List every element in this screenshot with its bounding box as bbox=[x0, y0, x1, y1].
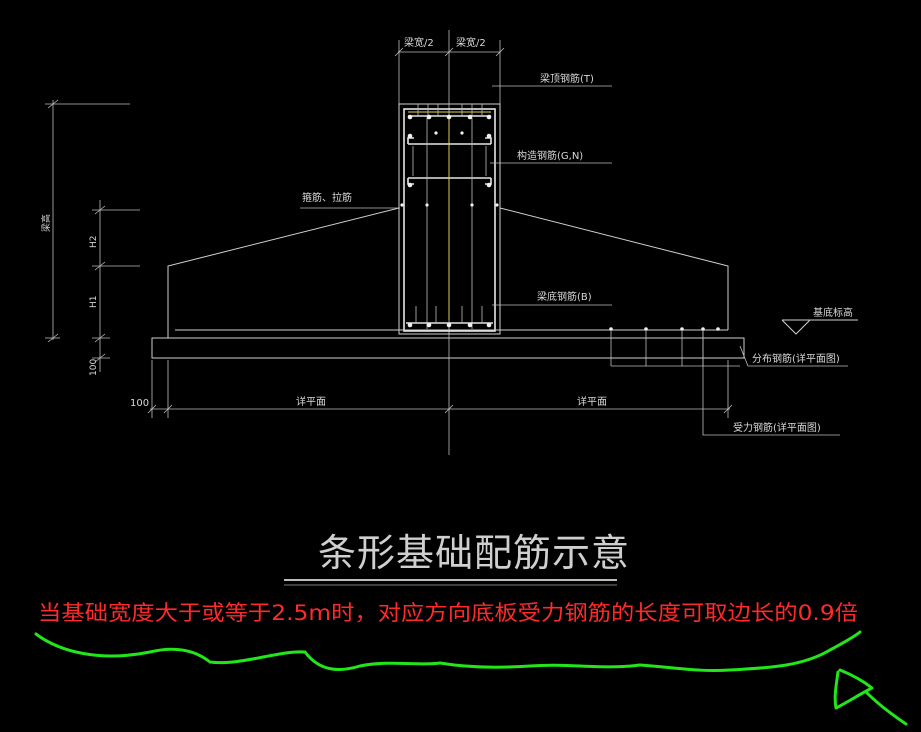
stirrup-label: 箍筋、拉筋 bbox=[302, 191, 352, 204]
bottom-rebar-label: 梁底钢筋(B) bbox=[537, 290, 592, 303]
dim-100-horizontal-label: 100 bbox=[130, 398, 149, 409]
footing-section bbox=[151, 207, 745, 367]
bottom-horizontal-dimension bbox=[147, 360, 733, 418]
left-vertical-dimensions bbox=[45, 99, 140, 372]
h2-label: H2 bbox=[89, 236, 99, 249]
detail-right-label: 详平面 bbox=[577, 395, 607, 408]
beam-half-left-label: 梁宽/2 bbox=[404, 36, 434, 49]
green-underline-scribble bbox=[34, 630, 862, 673]
beam-width-dimension: 梁宽/2 梁宽/2 bbox=[394, 36, 505, 104]
beam-half-right-label: 梁宽/2 bbox=[456, 36, 486, 49]
width-note: 当基础宽度大于或等于2.5m时，对应方向底板受力钢筋的长度可取边长的0.9倍 bbox=[38, 601, 858, 625]
dim-100-vertical-label: 100 bbox=[89, 359, 99, 376]
leaders bbox=[300, 85, 848, 436]
side-rebar-label: 构造钢筋(G,N) bbox=[517, 149, 583, 162]
base-elevation-symbol bbox=[781, 319, 858, 335]
green-triangle-scribble bbox=[833, 668, 908, 726]
detail-left-label: 详平面 bbox=[296, 395, 326, 408]
beam-section bbox=[398, 103, 501, 335]
top-rebar-label: 梁顶钢筋(T) bbox=[540, 72, 594, 85]
stress-rebar-label: 受力钢筋(详平面图) bbox=[733, 421, 821, 434]
base-elevation-label: 基底标高 bbox=[813, 306, 853, 319]
distribution-rebar-label: 分布钢筋(详平面图) bbox=[752, 352, 840, 365]
drawing-title: 条形基础配筋示意 bbox=[318, 531, 630, 575]
beam-height-label: 梁高 bbox=[40, 214, 52, 232]
h1-label: H1 bbox=[89, 296, 99, 309]
